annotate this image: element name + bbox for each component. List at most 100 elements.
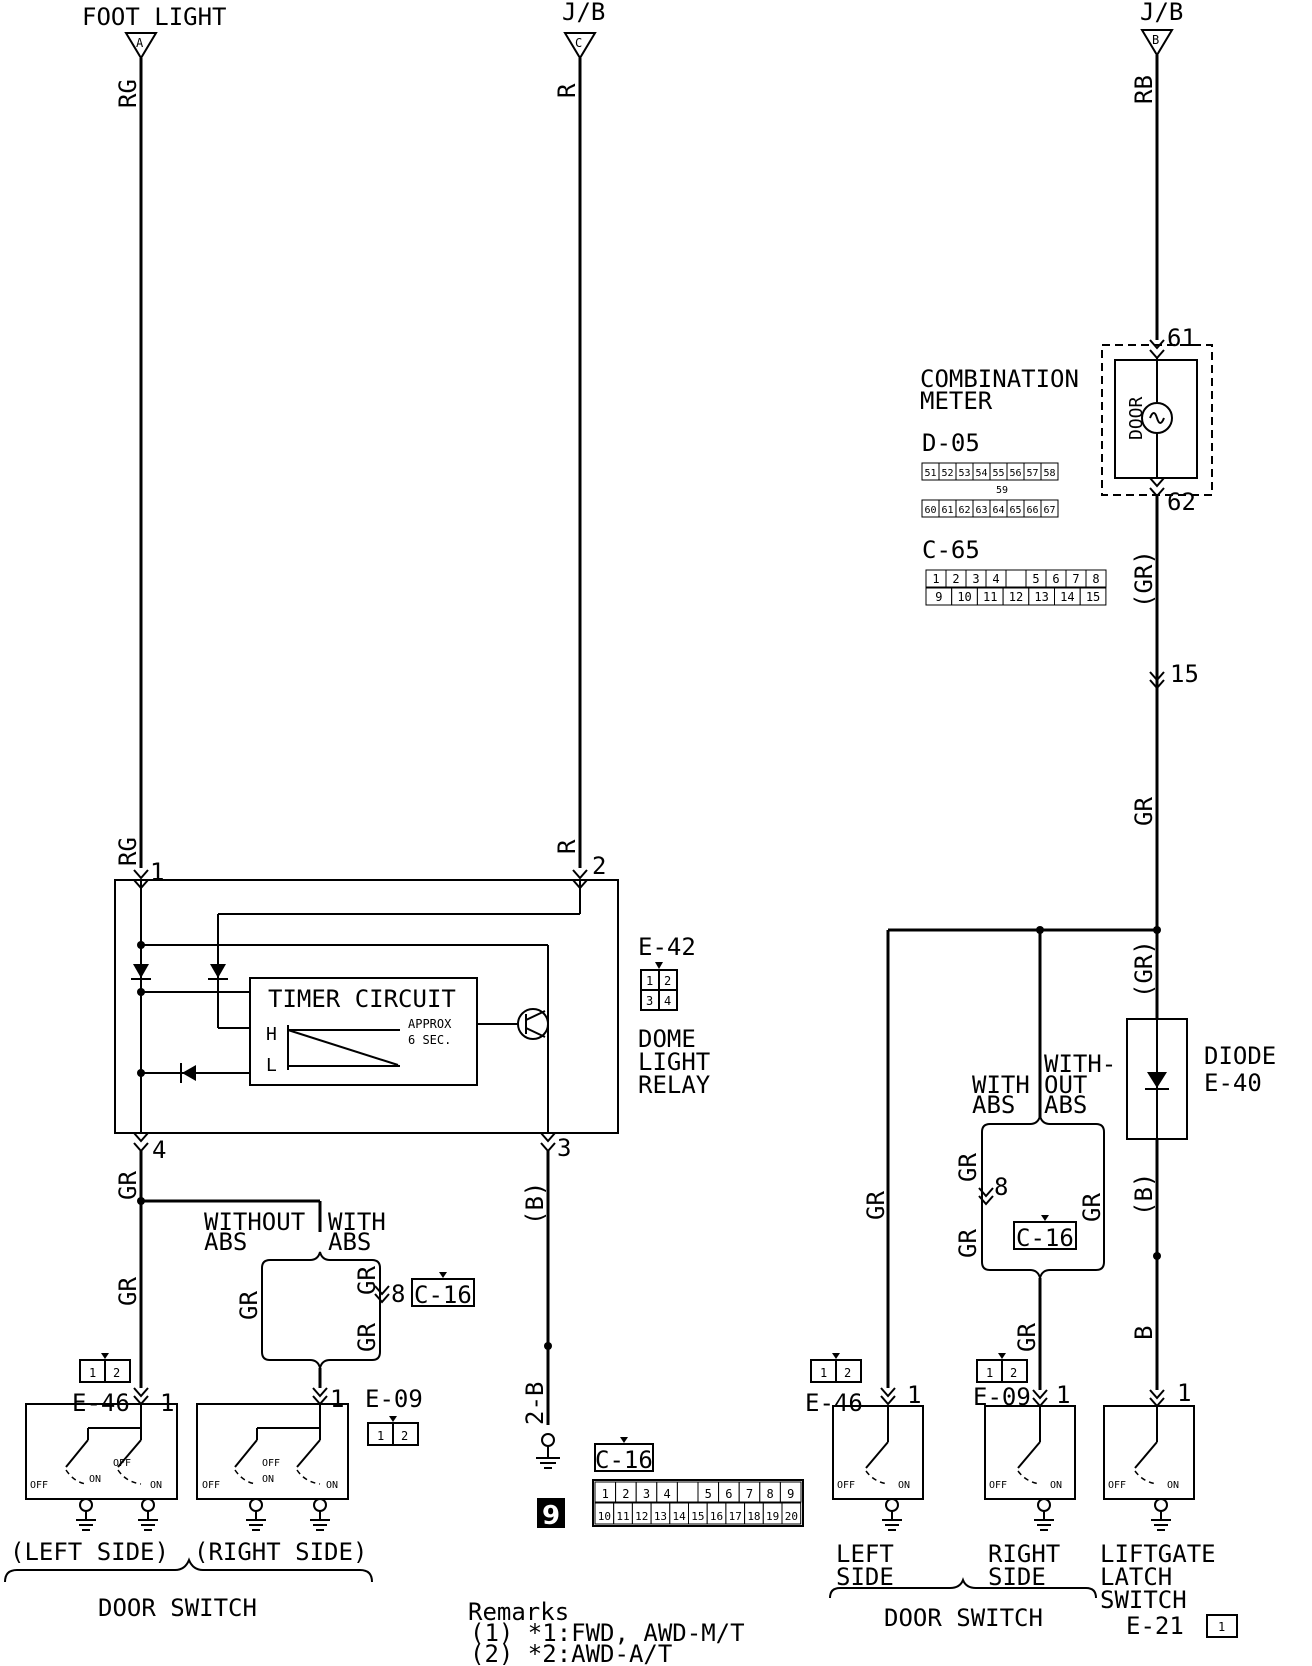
source-foot-light: FOOT LIGHT A xyxy=(82,3,227,60)
pin15-chevron2 xyxy=(1149,679,1165,690)
door-switch-right2-on: ON xyxy=(326,1480,338,1491)
pin-number: 65 xyxy=(1009,505,1021,516)
wire-label-rb: RB xyxy=(1130,75,1158,104)
caption-right-side: (RIGHT SIDE) xyxy=(194,1538,367,1566)
timer-graph-ramp xyxy=(287,1029,399,1066)
pin-cell xyxy=(1005,569,1027,588)
relay-diode-mid xyxy=(210,964,226,978)
door-switch-right-side-right: OFF ON xyxy=(984,1405,1076,1531)
door-switch-left-right-box xyxy=(832,1405,924,1500)
liftgate-pin-number: 1 xyxy=(1177,1379,1191,1407)
pin-number: 16 xyxy=(710,1510,723,1523)
liftgate-switch-on: ON xyxy=(1167,1480,1179,1491)
door-switch-left-right-terminal xyxy=(885,1498,899,1512)
liftgate-switch-blade xyxy=(1134,1441,1158,1469)
wire-label-gr-paren-1: (GR) xyxy=(1130,550,1158,608)
relay-connector-pinout: 1 2 3 4 xyxy=(640,962,678,1011)
option-without-left: WITHOUT xyxy=(204,1208,305,1236)
door-switch-left-side: OFF ON OFF ON xyxy=(25,1403,178,1531)
connector-e21-label: E-21 xyxy=(1126,1612,1184,1640)
door-switch-right-blade xyxy=(234,1439,258,1468)
caption-liftgate-line2: LATCH xyxy=(1100,1563,1172,1591)
wire-label-gr-without-right: GR xyxy=(1078,1193,1106,1222)
pin-number: 1 xyxy=(932,572,939,586)
wire-label-b-paren-right: (B) xyxy=(1130,1173,1158,1216)
pin-number: 58 xyxy=(1043,468,1055,479)
diode-label: DIODE xyxy=(1204,1042,1276,1070)
connector-e21-pinout: 1 xyxy=(1206,1614,1238,1638)
connector-e46-left: 1 2 E-46 xyxy=(72,1353,131,1417)
wire-label-b-paren: (B) xyxy=(521,1182,549,1225)
pin-number: 52 xyxy=(941,468,953,479)
pin-number: 4 xyxy=(663,1487,670,1501)
e46-left-pin1: 1 xyxy=(89,1366,96,1380)
relay-junction-1 xyxy=(137,941,145,949)
wire-label-gr-with-right-2: GR xyxy=(954,1229,982,1258)
door-switch-right-off: OFF xyxy=(202,1480,220,1491)
pin-number: 5 xyxy=(1032,572,1039,586)
relay-pin3-chevron2 xyxy=(540,1142,556,1153)
relay-pinout-key xyxy=(655,962,663,969)
source-foot-light-label: FOOT LIGHT xyxy=(82,3,227,31)
e09-right-pin-chevron xyxy=(1032,1389,1048,1400)
door-switch-right2-terminal xyxy=(313,1498,327,1512)
pin-number: 61 xyxy=(941,505,953,516)
source-foot-light-terminal: A xyxy=(136,36,144,50)
ground-number-badge xyxy=(537,1498,565,1528)
c16-left-pin-number: 8 xyxy=(391,1280,405,1308)
c16-right-box xyxy=(1013,1221,1077,1250)
wire-label-gr-with-2: GR xyxy=(353,1323,381,1352)
option-abs-left-2: ABS xyxy=(328,1228,371,1256)
door-switch-right2-off: OFF xyxy=(262,1458,280,1469)
d05-label: D-05 xyxy=(922,429,980,457)
timer-approx-line2: 6 SEC. xyxy=(408,1033,451,1047)
caption-liftgate-line1: LIFTGATE xyxy=(1100,1540,1216,1568)
e09-left-label: E-09 xyxy=(365,1385,423,1413)
relay-pin4-number: 4 xyxy=(152,1136,166,1164)
relay-pin3-number: 3 xyxy=(557,1134,571,1162)
pin-number: 7 xyxy=(1072,572,1079,586)
connector-e09-right: 1 2 E-09 xyxy=(973,1353,1031,1411)
relay-pinout-4: 4 xyxy=(664,994,671,1008)
wire-label-b-right: B xyxy=(1130,1326,1158,1340)
e21-pinout-pin1: 1 xyxy=(1218,1620,1225,1634)
e46-right-pin2: 2 xyxy=(844,1366,851,1380)
door-switch-left-side-right: OFF ON xyxy=(832,1405,924,1531)
e46-left-pin2: 2 xyxy=(113,1366,120,1380)
pin-cell xyxy=(1085,569,1107,588)
door-switch-left-terminal xyxy=(79,1498,93,1512)
pin15-number: 15 xyxy=(1170,660,1199,688)
door-switch-left-box xyxy=(25,1403,178,1500)
wire-label-gr-left-door: GR xyxy=(862,1191,890,1220)
transistor-emitter xyxy=(525,1027,546,1038)
relay-pin1-chevron xyxy=(133,869,149,880)
pin-number: 54 xyxy=(975,468,987,479)
pin-number: 3 xyxy=(972,572,979,586)
door-switch-right-on: ON xyxy=(262,1474,274,1485)
pin-number: 3 xyxy=(643,1487,650,1501)
relay-diode-left xyxy=(133,964,149,978)
pin-number: 63 xyxy=(975,505,987,516)
door-switch-left2-off: OFF xyxy=(113,1458,131,1469)
door-switch-left-right-off: OFF xyxy=(837,1480,855,1491)
door-switch-right-terminal xyxy=(249,1498,263,1512)
c16-pinout-tag xyxy=(594,1443,654,1472)
door-switch-left2-on: ON xyxy=(150,1480,162,1491)
source-jb-c-label: J/B xyxy=(562,0,605,26)
option-abs-right-2: ABS xyxy=(1044,1091,1087,1119)
source-jb-c-triangle xyxy=(563,32,597,60)
e09-right-pin2: 2 xyxy=(1010,1366,1017,1380)
source-jb-b: J/B B xyxy=(1140,0,1183,57)
relay-junction-2 xyxy=(137,988,145,996)
wire-label-gr-with-right-1: GR xyxy=(954,1153,982,1182)
relay-pin4-chevron xyxy=(133,1132,149,1143)
relay-pin2-number: 2 xyxy=(592,852,606,880)
c16-right-pin-number: 8 xyxy=(994,1173,1008,1201)
wire-label-rg-bottom: RG xyxy=(114,837,142,866)
pin-number: 9 xyxy=(935,590,942,604)
caption-left-side: (LEFT SIDE) xyxy=(10,1538,169,1566)
door-switch-right-right-off: OFF xyxy=(989,1480,1007,1491)
